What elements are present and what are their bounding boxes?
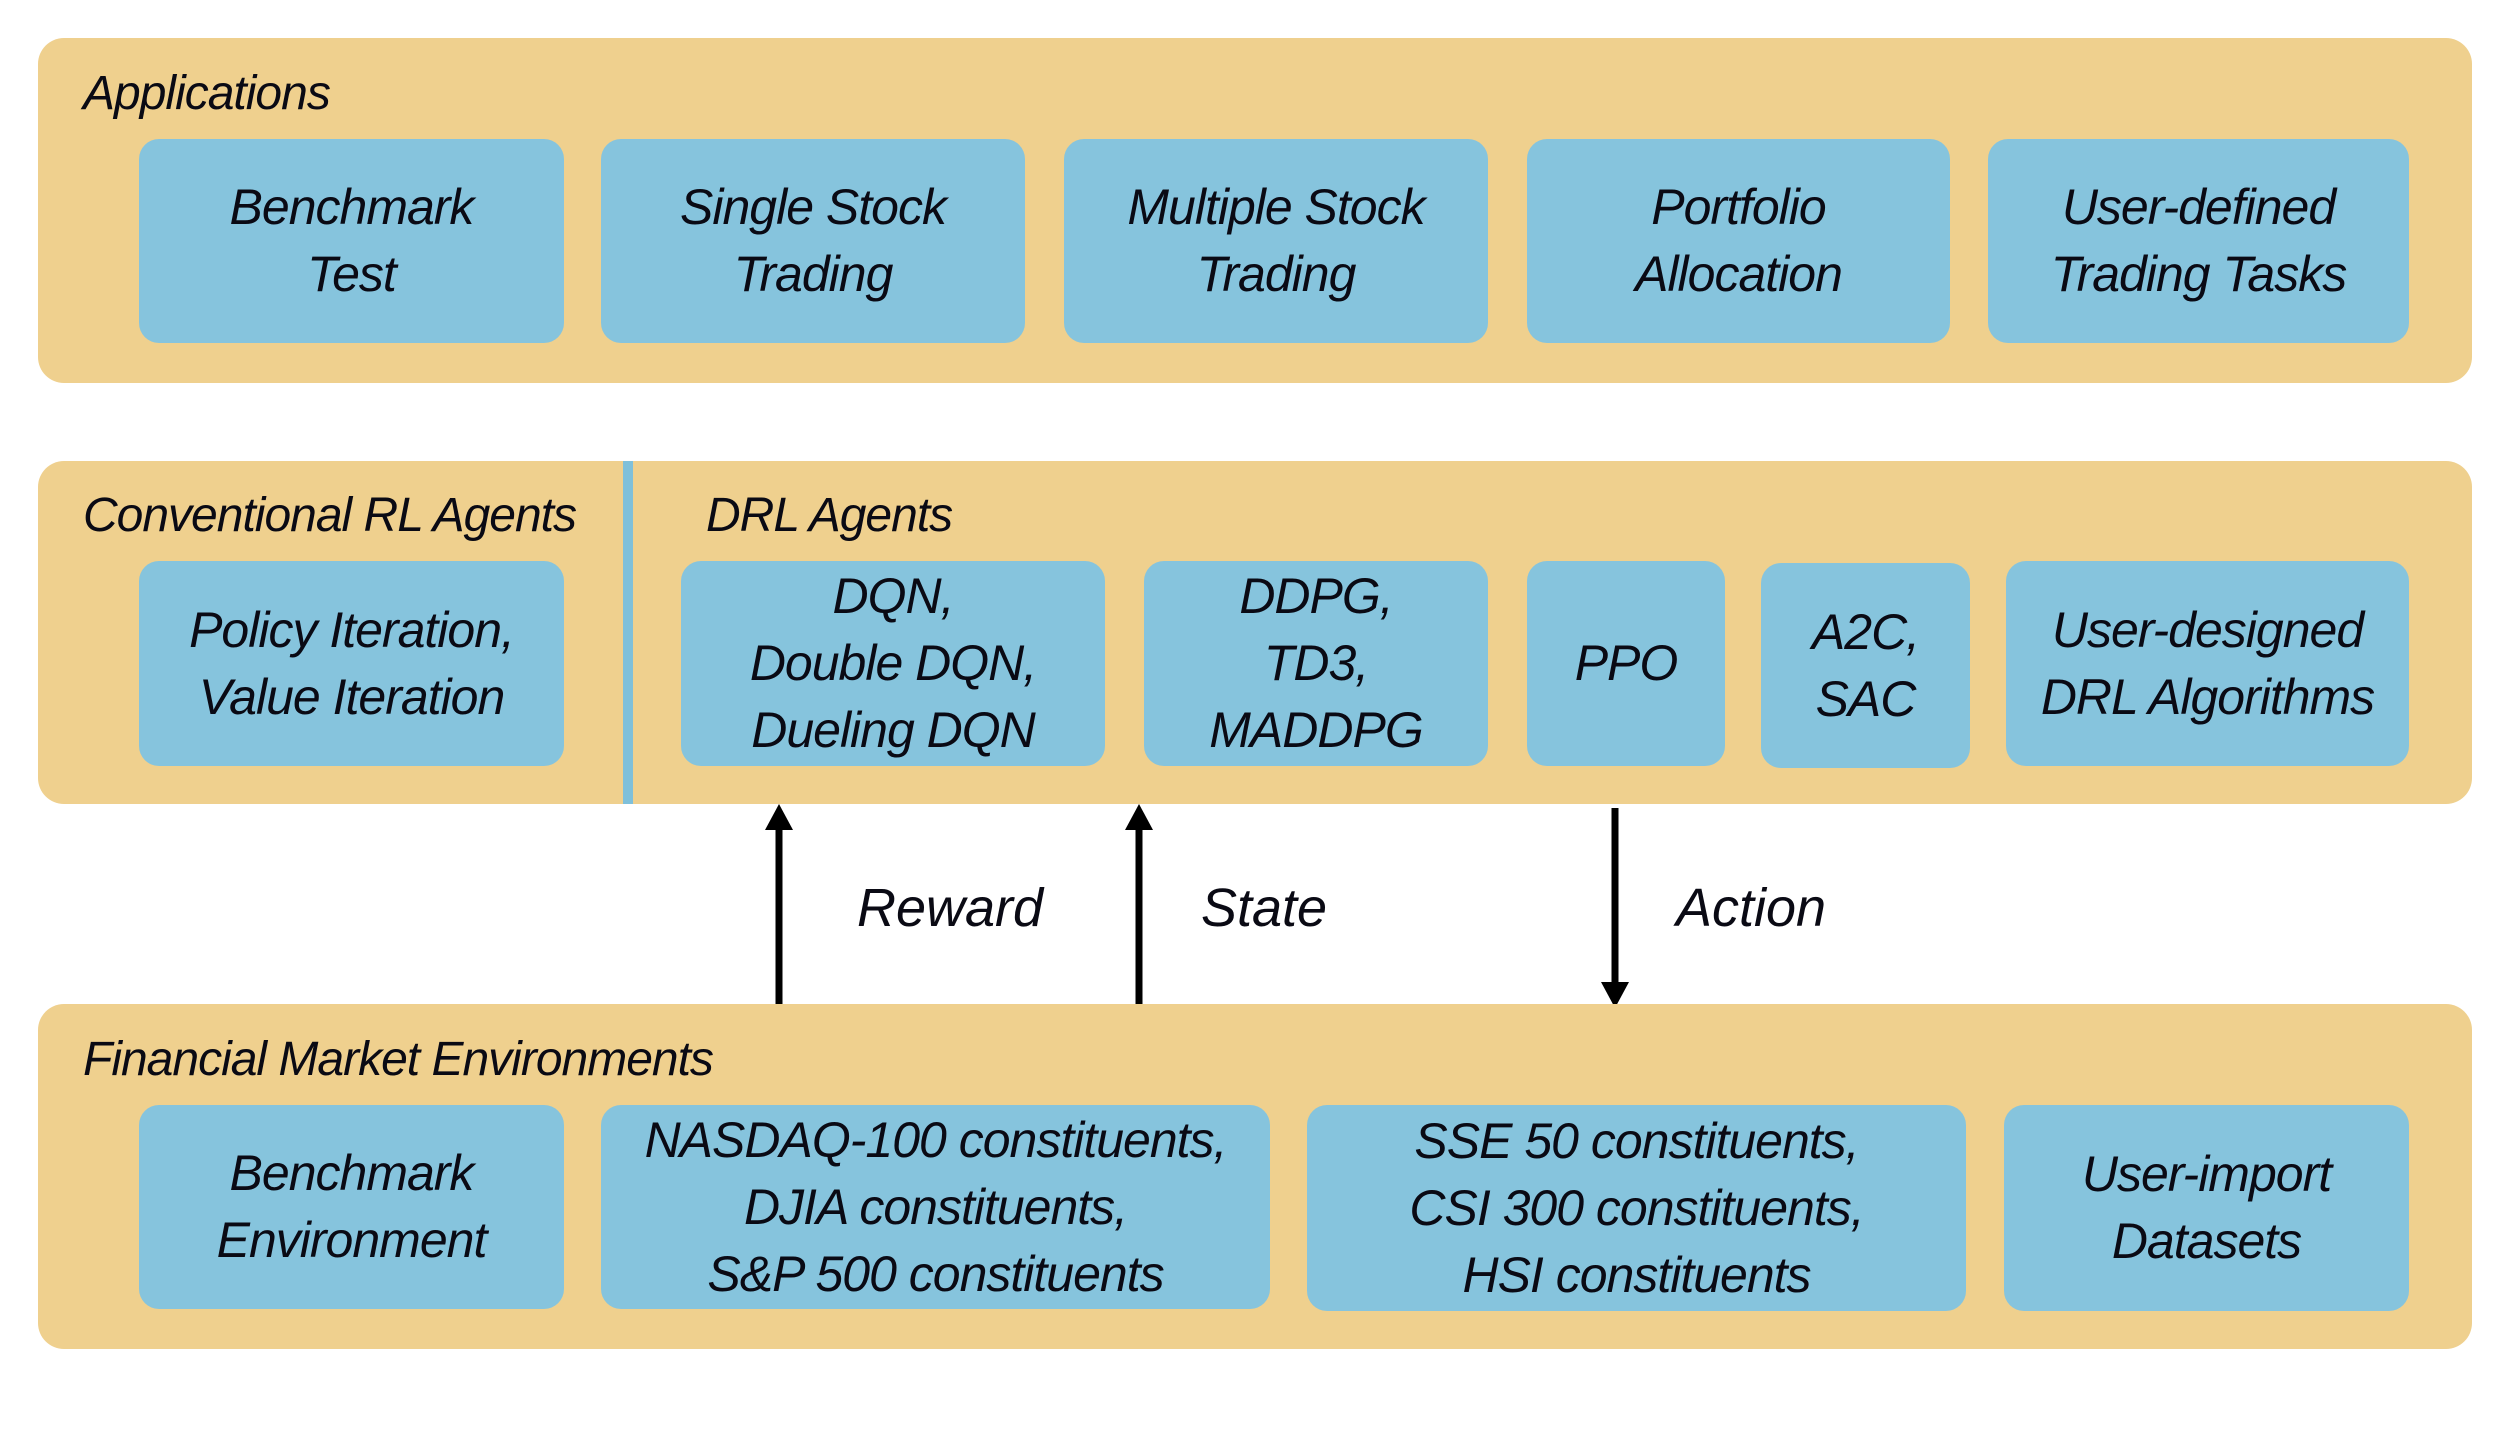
agents-divider	[623, 461, 633, 804]
app-single-stock-trading: Single Stock Trading	[601, 139, 1025, 343]
action-arrow-icon	[1601, 808, 1629, 1008]
state-arrow-icon	[1125, 804, 1153, 1004]
action-label: Action	[1676, 878, 1827, 938]
agent-dqn: DQN, Double DQN, Dueling DQN	[681, 561, 1105, 766]
environments-title: Financial Market Environments	[83, 1033, 714, 1086]
agent-ddpg: DDPG, TD3, MADDPG	[1144, 561, 1488, 766]
app-portfolio-allocation: Portfolio Allocation	[1527, 139, 1950, 343]
app-multiple-stock-trading: Multiple Stock Trading	[1064, 139, 1488, 343]
agent-user-designed: User-designed DRL Algorithms	[2006, 561, 2409, 766]
agent-ppo: PPO	[1527, 561, 1725, 766]
agent-policy-value-iteration: Policy Iteration, Value Iteration	[139, 561, 564, 766]
agent-a2c-sac: A2C, SAC	[1761, 563, 1970, 768]
conventional-agents-title: Conventional RL Agents	[83, 489, 577, 542]
drl-agents-title: DRL Agents	[706, 489, 953, 542]
env-us-markets: NASDAQ-100 constituents, DJIA constituen…	[601, 1105, 1270, 1309]
applications-title: Applications	[83, 67, 331, 120]
app-benchmark-test: Benchmark Test	[139, 139, 564, 343]
env-china-hk-markets: SSE 50 constituents, CSI 300 constituent…	[1307, 1105, 1966, 1311]
app-user-defined-tasks: User-defined Trading Tasks	[1988, 139, 2409, 343]
reward-label: Reward	[857, 878, 1044, 938]
env-benchmark: Benchmark Environment	[139, 1105, 564, 1309]
env-user-import-datasets: User-import Datasets	[2004, 1105, 2409, 1311]
state-label: State	[1201, 878, 1328, 938]
reward-arrow-icon	[765, 804, 793, 1004]
